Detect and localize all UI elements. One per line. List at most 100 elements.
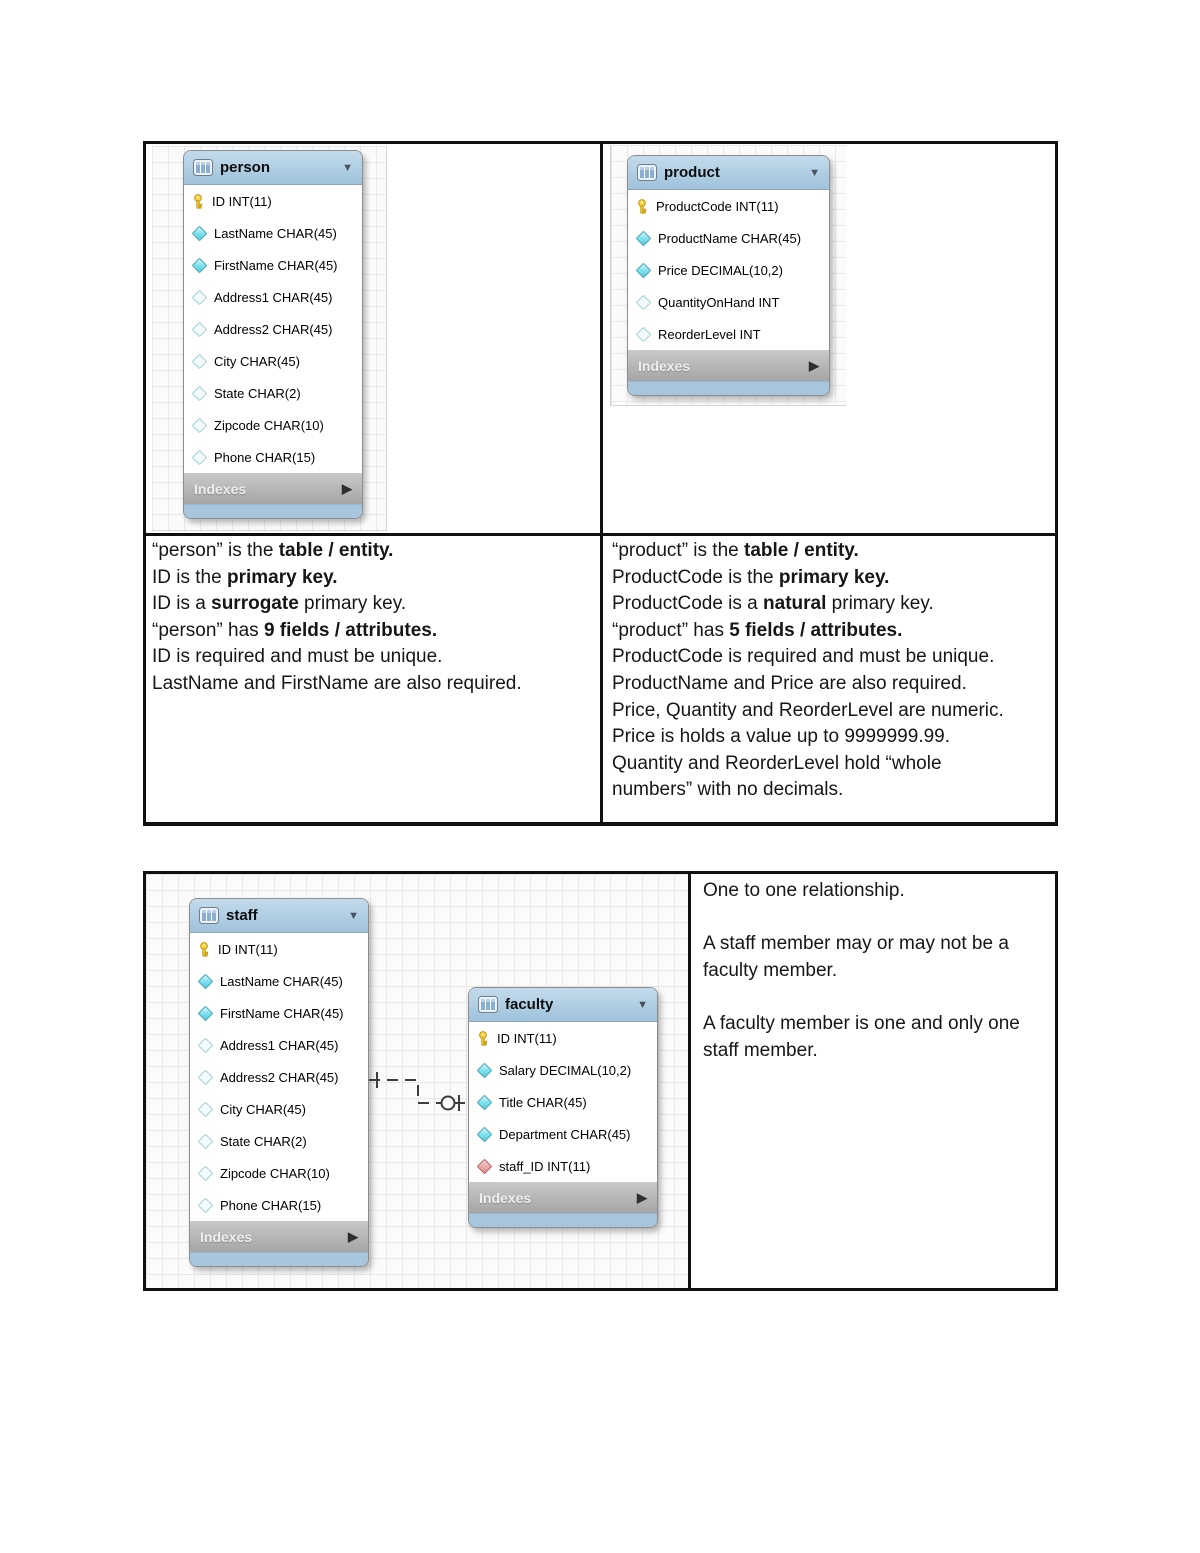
- field-label: QuantityOnHand INT: [658, 294, 780, 310]
- product-indexes-bar[interactable]: Indexes ▶: [628, 350, 829, 381]
- field-row[interactable]: Zipcode CHAR(10): [184, 409, 362, 441]
- field-row[interactable]: FirstName CHAR(45): [190, 997, 368, 1029]
- person-indexes-bar[interactable]: Indexes ▶: [184, 473, 362, 504]
- notnull-column-icon: [476, 1062, 493, 1078]
- faculty-indexes-bar[interactable]: Indexes ▶: [469, 1182, 657, 1213]
- person-table-header[interactable]: person ▼: [184, 151, 362, 185]
- nullable-column-icon: [191, 385, 208, 401]
- note-line: [703, 984, 1051, 1011]
- field-row[interactable]: LastName CHAR(45): [190, 965, 368, 997]
- field-label: Phone CHAR(15): [220, 1197, 322, 1213]
- nullable-column-icon: [191, 321, 208, 337]
- expand-caret-icon: ▶: [637, 1189, 647, 1205]
- field-label: FirstName CHAR(45): [220, 1005, 344, 1021]
- table-icon: [199, 907, 219, 924]
- one-to-one-relationship-connector[interactable]: [146, 874, 1055, 1288]
- staff-indexes-bar[interactable]: Indexes ▶: [190, 1221, 368, 1252]
- field-row[interactable]: Price DECIMAL(10,2): [628, 254, 829, 286]
- notnull-column-icon: [635, 262, 652, 278]
- faculty-table-header[interactable]: faculty ▼: [469, 988, 657, 1022]
- table-icon: [193, 159, 213, 176]
- field-row[interactable]: State CHAR(2): [184, 377, 362, 409]
- field-label: ID INT(11): [497, 1030, 557, 1046]
- table-icon: [478, 996, 498, 1013]
- field-row[interactable]: ID INT(11): [190, 933, 368, 965]
- person-table-widget: person ▼ ID INT(11)LastName CHAR(45) Firs…: [183, 150, 363, 519]
- field-label: Price DECIMAL(10,2): [658, 262, 783, 278]
- note-line: A staff member may or may not be a: [703, 933, 1009, 955]
- field-label: City CHAR(45): [214, 353, 300, 369]
- table-title: person: [220, 159, 271, 176]
- field-label: ID INT(11): [218, 941, 278, 957]
- nullable-column-icon: [197, 1197, 214, 1213]
- notnull-column-icon: [476, 1126, 493, 1142]
- nullable-column-icon: [197, 1165, 214, 1181]
- person-notes: “person” is the table / entity.ID is the…: [152, 538, 596, 698]
- field-row[interactable]: FirstName CHAR(45): [184, 249, 362, 281]
- staff-table-header[interactable]: staff ▼: [190, 899, 368, 933]
- notnull-column-icon: [476, 1094, 493, 1110]
- nullable-column-icon: [197, 1101, 214, 1117]
- column-divider: [688, 874, 691, 1288]
- field-row[interactable]: ID INT(11): [469, 1022, 657, 1054]
- table-title: faculty: [505, 996, 554, 1013]
- field-row[interactable]: Title CHAR(45): [469, 1086, 657, 1118]
- field-label: ReorderLevel INT: [658, 326, 761, 342]
- widget-footer: [469, 1213, 657, 1227]
- field-row[interactable]: Address2 CHAR(45): [190, 1061, 368, 1093]
- collapse-caret-icon[interactable]: ▼: [809, 166, 820, 179]
- field-label: State CHAR(2): [220, 1133, 307, 1149]
- expand-caret-icon: ▶: [809, 357, 819, 373]
- field-row[interactable]: Phone CHAR(15): [184, 441, 362, 473]
- field-row[interactable]: ProductName CHAR(45): [628, 222, 829, 254]
- collapse-caret-icon[interactable]: ▼: [342, 161, 353, 174]
- field-row[interactable]: ReorderLevel INT: [628, 318, 829, 350]
- product-table-header[interactable]: product ▼: [628, 156, 829, 190]
- collapse-caret-icon[interactable]: ▼: [348, 909, 359, 922]
- field-row[interactable]: staff_ID INT(11): [469, 1150, 657, 1182]
- field-label: Zipcode CHAR(10): [220, 1165, 330, 1181]
- field-row[interactable]: Phone CHAR(15): [190, 1189, 368, 1221]
- field-row[interactable]: QuantityOnHand INT: [628, 286, 829, 318]
- field-row[interactable]: City CHAR(45): [190, 1093, 368, 1125]
- staff-faculty-relationship-box: staff ▼ ID INT(11) LastName CHAR(45) First…: [143, 871, 1058, 1291]
- indexes-label: Indexes: [479, 1189, 532, 1206]
- field-row[interactable]: City CHAR(45): [184, 345, 362, 377]
- field-row[interactable]: ProductCode INT(11): [628, 190, 829, 222]
- note-line: ID is required and must be unique.: [152, 646, 443, 668]
- field-row[interactable]: State CHAR(2): [190, 1125, 368, 1157]
- note-line: Quantity and ReorderLevel hold “whole: [612, 752, 942, 774]
- indexes-label: Indexes: [638, 357, 691, 374]
- nullable-column-icon: [197, 1037, 214, 1053]
- row-divider: [146, 533, 1055, 536]
- field-row[interactable]: Address2 CHAR(45): [184, 313, 362, 345]
- field-row[interactable]: Address1 CHAR(45): [190, 1029, 368, 1061]
- field-row[interactable]: Salary DECIMAL(10,2): [469, 1054, 657, 1086]
- notnull-column-icon: [197, 973, 214, 989]
- field-row[interactable]: LastName CHAR(45): [184, 217, 362, 249]
- nullable-column-icon: [635, 326, 652, 342]
- field-row[interactable]: Department CHAR(45): [469, 1118, 657, 1150]
- table-title: product: [664, 164, 720, 181]
- field-row[interactable]: Address1 CHAR(45): [184, 281, 362, 313]
- nullable-column-icon: [191, 449, 208, 465]
- nullable-column-icon: [191, 289, 208, 305]
- collapse-caret-icon[interactable]: ▼: [637, 998, 648, 1011]
- field-row[interactable]: ID INT(11): [184, 185, 362, 217]
- note-line: LastName and FirstName are also required…: [152, 672, 522, 694]
- note-line: ProductName and Price are also required.: [612, 672, 967, 694]
- field-row[interactable]: Zipcode CHAR(10): [190, 1157, 368, 1189]
- relationship-notes: One to one relationship. A staff member …: [703, 878, 1051, 1064]
- primary-key-icon: [198, 941, 210, 957]
- expand-caret-icon: ▶: [348, 1228, 358, 1244]
- table-title: staff: [226, 907, 258, 924]
- note-line: “product” is the table / entity.: [612, 540, 859, 561]
- note-line: [703, 905, 1051, 932]
- field-label: FirstName CHAR(45): [214, 257, 338, 273]
- field-label: Address2 CHAR(45): [220, 1069, 339, 1085]
- product-notes: “product” is the table / entity.ProductC…: [612, 538, 1050, 804]
- staff-table-widget: staff ▼ ID INT(11) LastName CHAR(45) First…: [189, 898, 369, 1267]
- note-line: ID is the primary key.: [152, 566, 338, 588]
- nullable-column-icon: [191, 353, 208, 369]
- field-label: Title CHAR(45): [499, 1094, 587, 1110]
